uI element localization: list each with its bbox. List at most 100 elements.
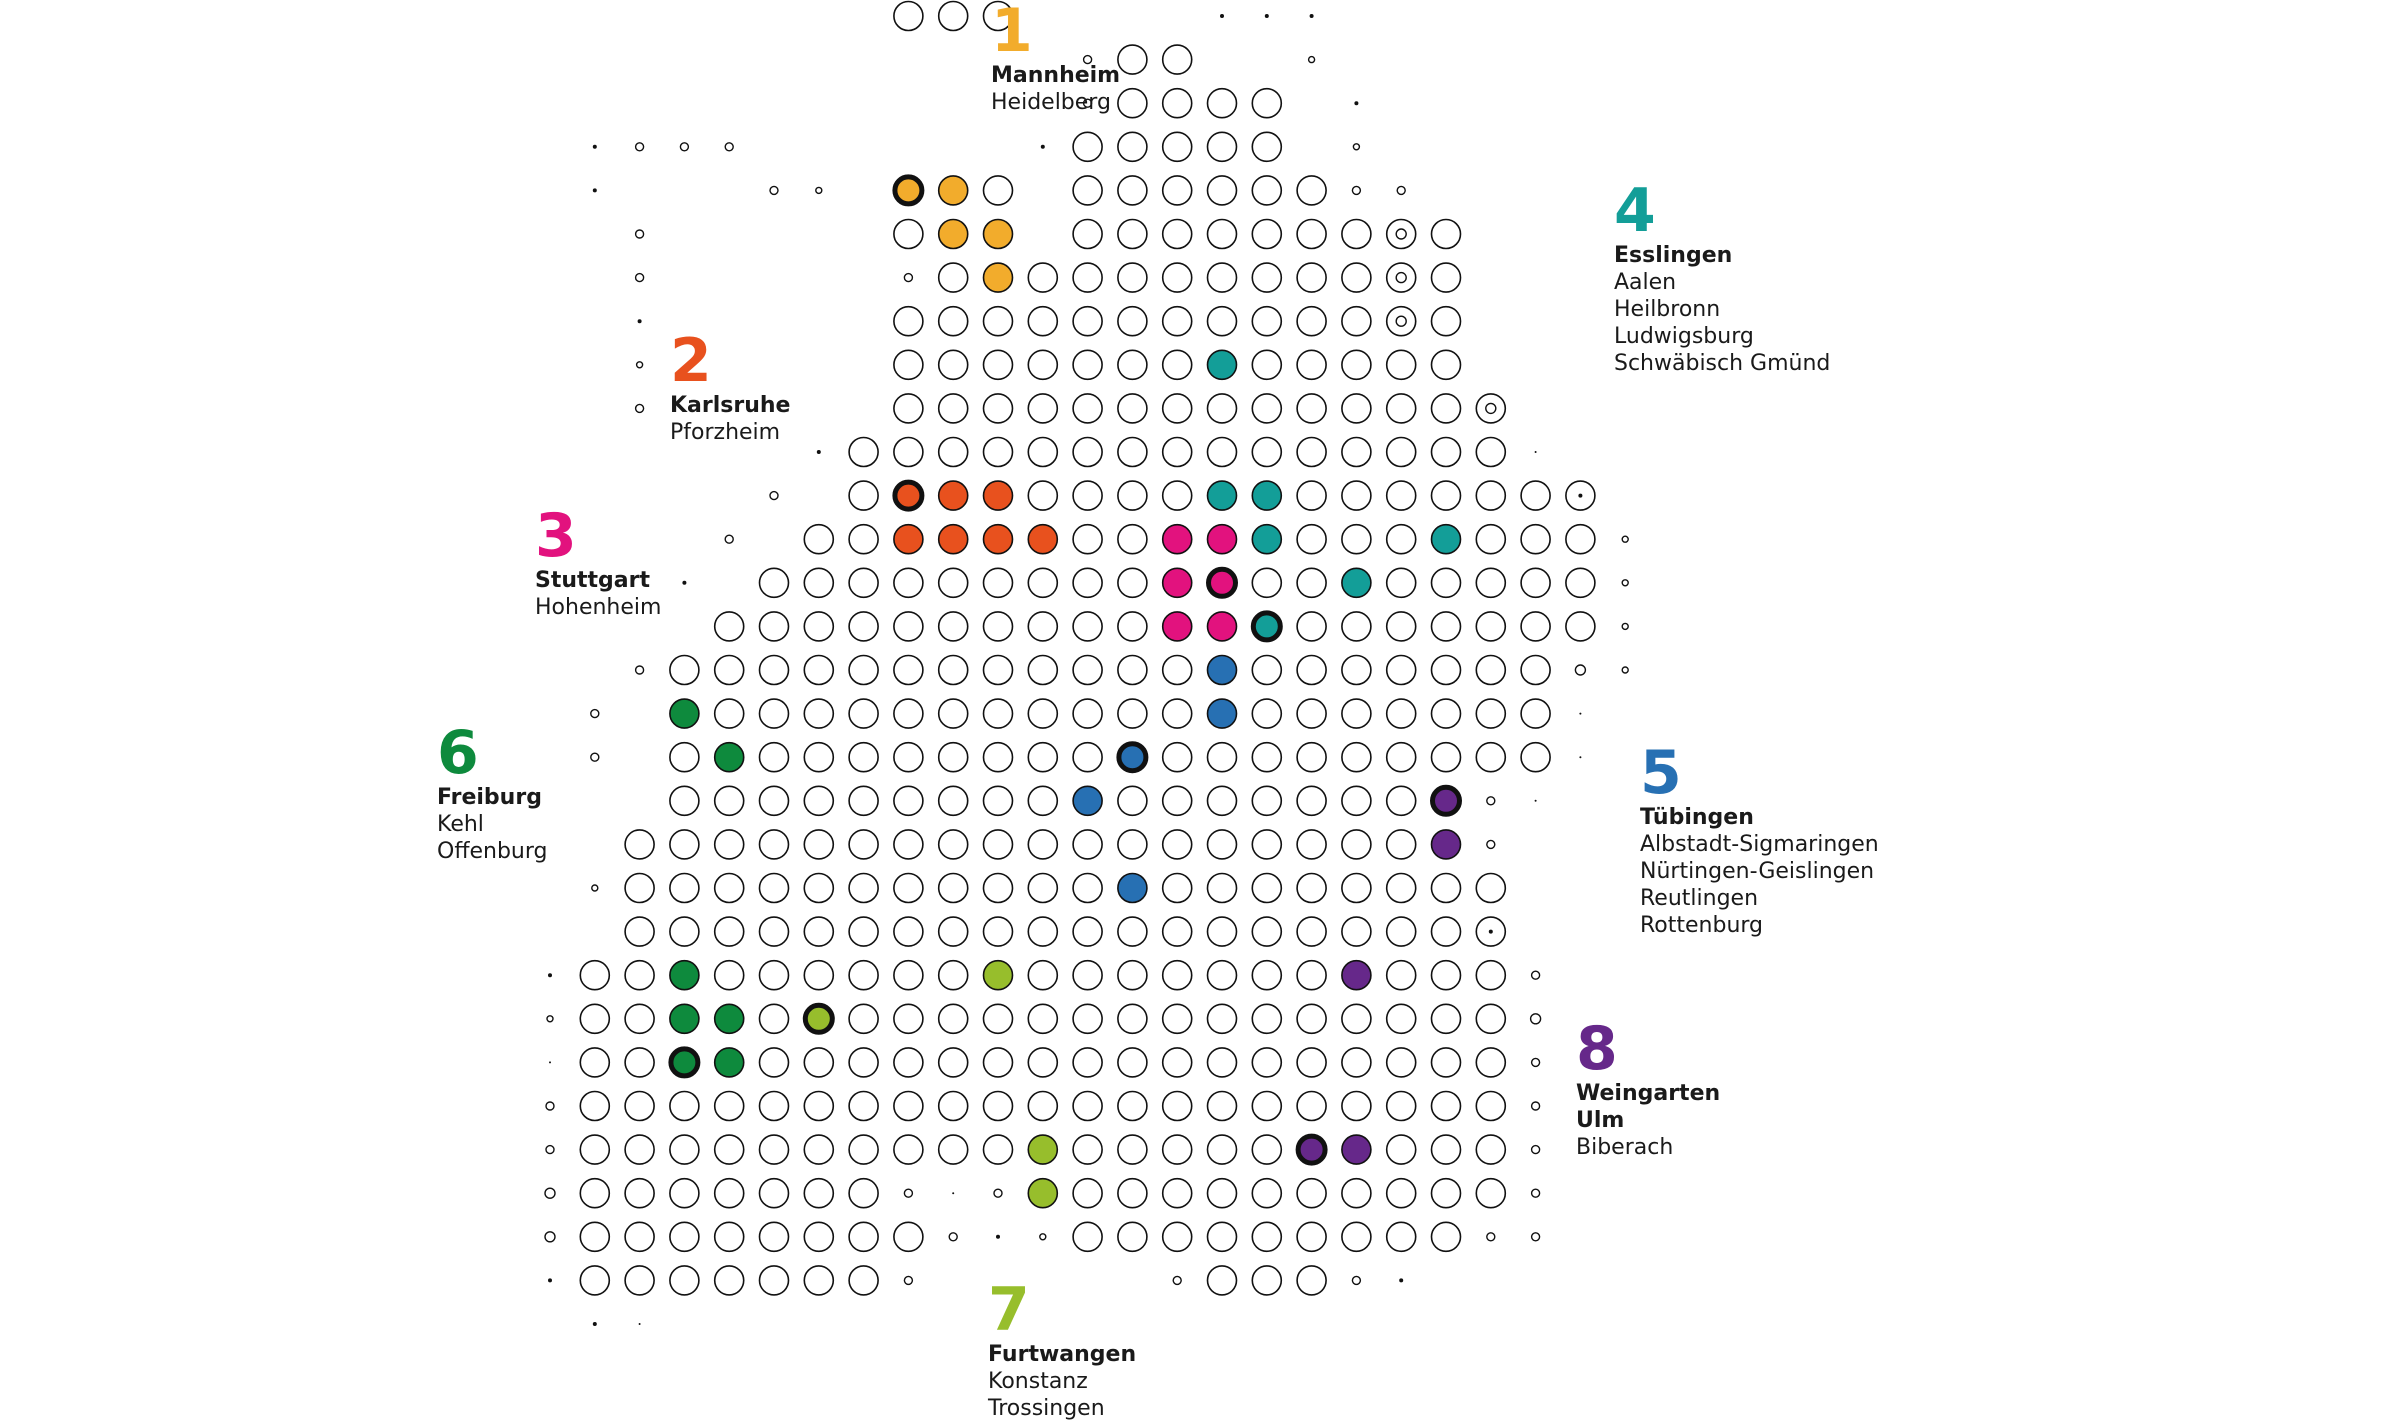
grid-dot — [893, 305, 924, 337]
grid-dot — [848, 785, 879, 817]
grid-dot-small — [1486, 839, 1496, 850]
grid-dot — [937, 611, 969, 642]
grid-dot-small — [1395, 315, 1407, 327]
region-2-main-dot — [892, 479, 925, 512]
grid-dot — [1296, 1221, 1327, 1253]
grid-dot — [1117, 87, 1148, 119]
grid-dot — [937, 785, 969, 817]
grid-dot — [1430, 349, 1462, 381]
grid-dot — [1072, 829, 1103, 860]
grid-dot — [1117, 1090, 1148, 1122]
grid-dot — [937, 349, 969, 381]
grid-dot — [1117, 44, 1148, 75]
grid-dot — [758, 916, 790, 947]
grid-dot-small — [903, 1188, 914, 1198]
grid-dot — [803, 1047, 835, 1078]
grid-dot-small — [1264, 14, 1269, 18]
grid-dot — [982, 829, 1014, 860]
grid-dot-small — [1395, 271, 1407, 284]
grid-dot — [1296, 1090, 1327, 1122]
grid-dot-small — [544, 1187, 556, 1199]
grid-dot — [1206, 741, 1238, 773]
grid-dot — [1430, 480, 1462, 511]
grid-dot — [893, 218, 924, 250]
grid-dot — [1385, 698, 1417, 729]
grid-dot — [624, 916, 655, 947]
grid-dot — [579, 1265, 611, 1296]
grid-dot-small — [548, 1278, 552, 1283]
grid-dot — [937, 654, 969, 686]
grid-dot — [1430, 1047, 1462, 1078]
grid-dot — [1072, 698, 1103, 729]
grid-dot — [579, 959, 611, 991]
grid-dot — [579, 1003, 611, 1035]
grid-dot — [1072, 611, 1103, 642]
region-6-dot — [713, 741, 745, 773]
grid-dot — [713, 872, 745, 904]
grid-dot — [1161, 175, 1193, 206]
grid-dot — [982, 785, 1014, 817]
grid-dot — [848, 959, 879, 991]
grid-dot — [982, 698, 1014, 729]
grid-dot — [1251, 393, 1283, 424]
region-1-dot — [937, 175, 969, 206]
grid-dot — [1251, 131, 1283, 163]
grid-dot — [1072, 305, 1103, 337]
grid-dot-small — [1396, 185, 1406, 196]
grid-dot — [1251, 741, 1283, 773]
grid-dot — [1475, 872, 1507, 904]
grid-dot — [893, 785, 924, 817]
grid-dot-small — [724, 534, 734, 544]
grid-dot — [982, 349, 1014, 381]
grid-dot — [848, 916, 879, 947]
grid-dot — [1072, 872, 1103, 904]
grid-dot — [1206, 959, 1238, 991]
grid-dot — [1117, 567, 1148, 599]
grid-dot — [1161, 1003, 1193, 1035]
grid-dot-small — [1579, 756, 1582, 759]
grid-dot — [848, 872, 879, 904]
region-6-dot — [669, 1003, 700, 1035]
grid-dot — [669, 654, 700, 686]
grid-dot — [758, 1003, 790, 1035]
grid-dot — [937, 393, 969, 424]
grid-dot — [1296, 785, 1327, 817]
region-location: Ludwigsburg — [1614, 324, 1754, 349]
grid-dot — [982, 305, 1014, 337]
grid-dot — [803, 1090, 835, 1122]
grid-dot — [1385, 349, 1417, 381]
grid-dot — [803, 959, 835, 991]
grid-dot — [1161, 872, 1193, 904]
grid-dot — [937, 1003, 969, 1035]
grid-dot — [1430, 741, 1462, 773]
region-4-dot — [1206, 349, 1238, 381]
grid-dot — [579, 1177, 611, 1209]
region-7-main-dot — [802, 1002, 835, 1035]
grid-dot — [1475, 480, 1507, 511]
grid-dot — [1296, 436, 1327, 468]
grid-dot — [1251, 218, 1283, 250]
grid-dot — [893, 829, 924, 860]
grid-dot-small — [1488, 929, 1493, 934]
grid-dot — [937, 1090, 969, 1122]
grid-dot — [893, 916, 924, 947]
grid-dot-small — [1530, 970, 1541, 980]
grid-dot — [1206, 1134, 1238, 1165]
grid-dot — [713, 959, 745, 991]
grid-dot — [893, 1134, 924, 1165]
grid-dot — [1027, 785, 1059, 817]
grid-dot — [1475, 1134, 1507, 1165]
region-location: Hohenheim — [535, 595, 662, 620]
grid-dot-small — [1534, 451, 1537, 453]
grid-dot — [1027, 654, 1059, 686]
grid-dot — [1117, 1047, 1148, 1078]
grid-dot — [848, 1134, 879, 1165]
region-number: 1 — [991, 0, 1033, 66]
grid-dot — [1206, 785, 1238, 817]
grid-dot — [1475, 436, 1507, 468]
grid-dot — [937, 262, 969, 293]
grid-dot — [1341, 436, 1372, 468]
grid-dot — [1251, 436, 1283, 468]
region-main-location: Furtwangen — [988, 1342, 1137, 1367]
region-1-dot — [982, 262, 1014, 293]
